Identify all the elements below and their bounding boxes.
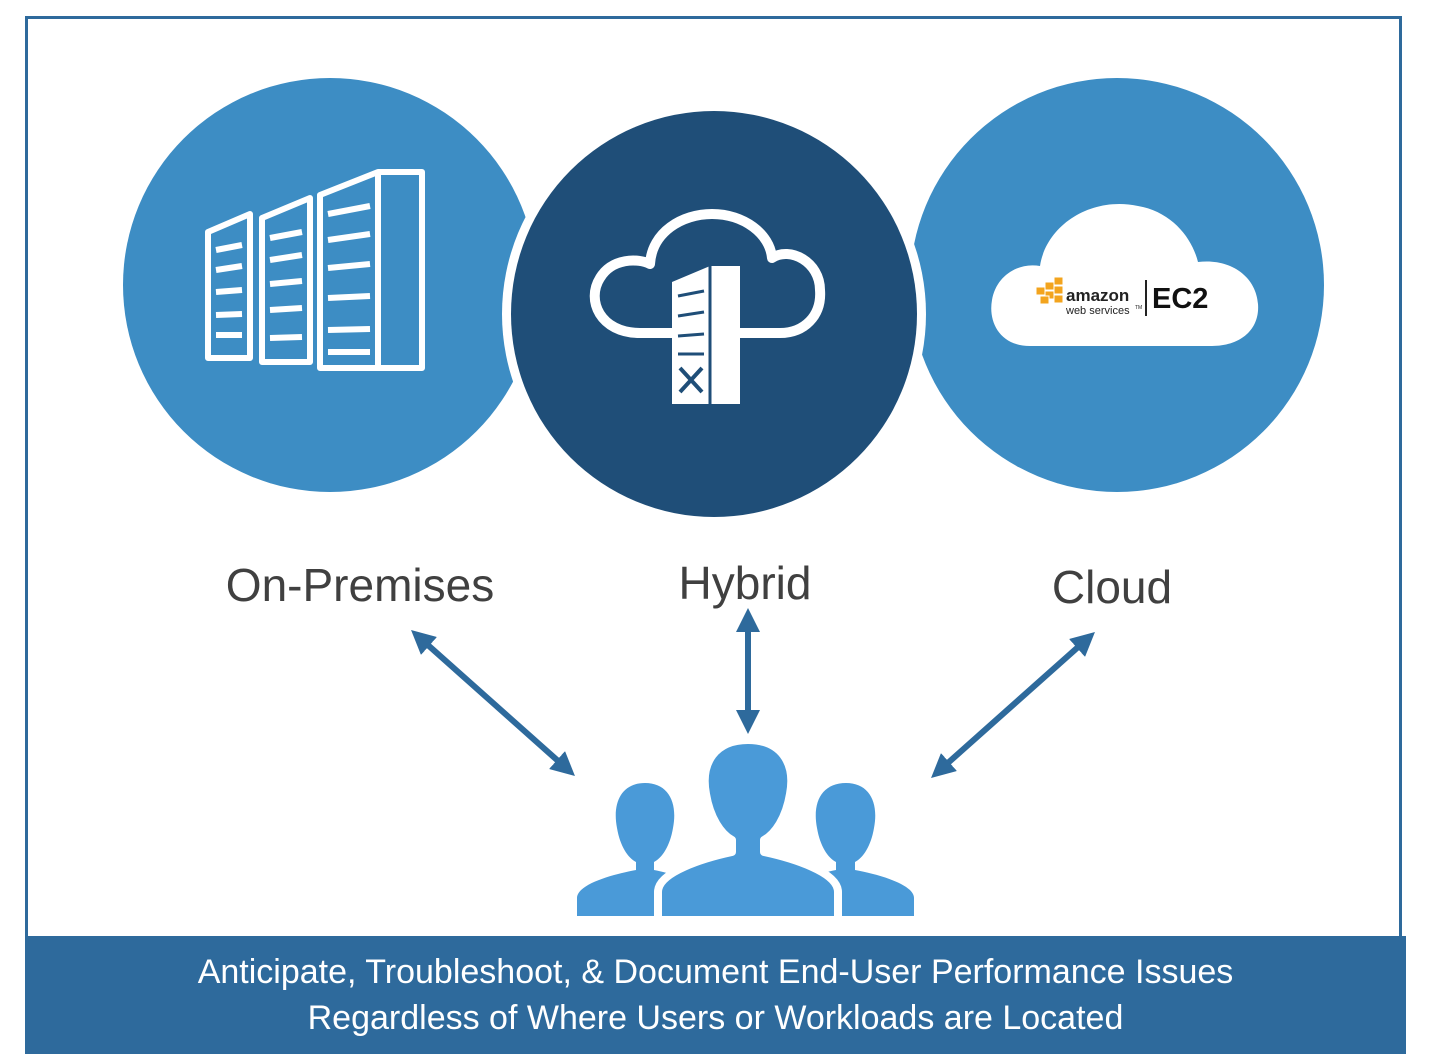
on-premises-circle xyxy=(123,78,537,492)
aws-logo: amazon web services TM EC2 xyxy=(1035,276,1208,317)
cloud-server-icon xyxy=(589,209,826,404)
aws-cubes-icon xyxy=(1035,276,1064,305)
aws-brand-text: amazon xyxy=(1066,286,1129,305)
users-group-icon xyxy=(577,736,914,924)
ec2-text: EC2 xyxy=(1152,283,1208,315)
cloud-label: Cloud xyxy=(1051,561,1173,613)
hybrid-label: Hybrid xyxy=(678,557,812,609)
arrow-cloud xyxy=(931,632,1095,778)
aws-tm-text: TM xyxy=(1135,305,1142,311)
tagline-banner: Anticipate, Troubleshoot, & Document End… xyxy=(25,936,1406,1054)
server-rack-icon xyxy=(205,169,425,371)
aws-sub-text: web services xyxy=(1065,305,1130,317)
tagline-line-2: Regardless of Where Users or Workloads a… xyxy=(307,999,1124,1037)
on-premises-label: On-Premises xyxy=(225,559,495,611)
cloud-icon xyxy=(991,204,1259,346)
tagline-line-1: Anticipate, Troubleshoot, & Document End… xyxy=(197,953,1234,991)
arrow-on-premises xyxy=(411,630,575,776)
